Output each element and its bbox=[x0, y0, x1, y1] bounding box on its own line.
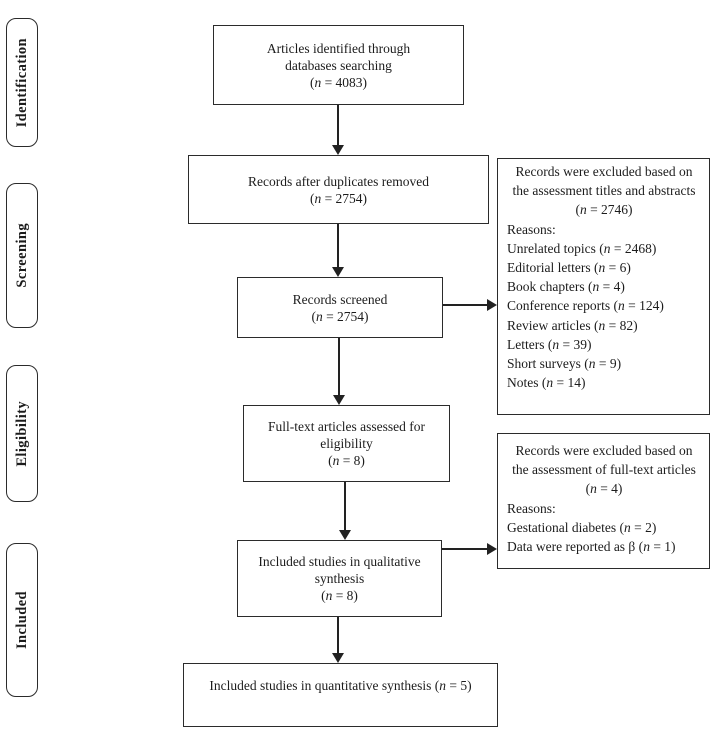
reason-item: Editorial letters (n = 6) bbox=[507, 260, 631, 276]
reasons-list: Gestational diabetes (n = 2) Data were re… bbox=[507, 518, 701, 556]
box-n: (n = 8) bbox=[328, 453, 365, 468]
reason-item: Book chapters (n = 4) bbox=[507, 279, 625, 295]
box-quantitative-synthesis: Included studies in quantitative synthes… bbox=[183, 663, 498, 727]
arrow-screened-to-fulltext-line bbox=[338, 338, 340, 396]
box-n: (n = 2754) bbox=[311, 308, 369, 324]
reasons-label: Reasons: bbox=[507, 221, 556, 237]
reason-item: Review articles (n = 82) bbox=[507, 317, 638, 333]
box-text: Included studies in quantitative synthes… bbox=[209, 678, 472, 693]
reasons-label: Reasons: bbox=[507, 500, 556, 516]
box-text: Records screened bbox=[292, 291, 388, 307]
stage-label-text: Screening bbox=[13, 223, 30, 288]
box-records-screened: Records screened (n = 2754) bbox=[237, 277, 443, 338]
box-text: Records after duplicates removed bbox=[247, 173, 430, 189]
arrow-fulltext-to-qualitative-line bbox=[344, 482, 346, 531]
exclusion-header: Records were excluded based on the asses… bbox=[512, 164, 696, 199]
box-excluded-titles-abstracts: Records were excluded based on the asses… bbox=[497, 158, 710, 415]
reasons-list: Unrelated topics (n = 2468) Editorial let… bbox=[507, 239, 701, 393]
arrow-down-icon bbox=[333, 395, 345, 405]
stage-label-text: Included bbox=[13, 591, 30, 649]
arrow-down-icon bbox=[332, 653, 344, 663]
stage-label-eligibility: Eligibility bbox=[6, 365, 38, 502]
box-n: (n = 2754) bbox=[309, 190, 368, 206]
arrow-qualitative-to-quantitative-line bbox=[337, 617, 339, 654]
exclusion-header: Records were excluded based on the asses… bbox=[512, 443, 696, 497]
box-text: Full-text articles assessed for eligibil… bbox=[267, 419, 426, 451]
reason-item: Conference reports (n = 124) bbox=[507, 298, 664, 314]
box-excluded-fulltext: Records were excluded based on the asses… bbox=[497, 433, 710, 569]
stage-label-included: Included bbox=[6, 543, 38, 697]
reason-item: Notes (n = 14) bbox=[507, 375, 586, 391]
box-n: (n = 4083) bbox=[309, 74, 368, 90]
stage-label-screening: Screening bbox=[6, 183, 38, 328]
box-articles-identified: Articles identified through databases se… bbox=[213, 25, 464, 105]
box-qualitative-synthesis: Included studies in qualitative synthesi… bbox=[237, 540, 442, 617]
arrow-down-icon bbox=[332, 145, 344, 155]
box-text: Articles identified through databases se… bbox=[266, 40, 411, 73]
arrow-down-icon bbox=[332, 267, 344, 277]
stage-label-identification: Identification bbox=[6, 18, 38, 147]
arrow-screened-to-exclusion-line bbox=[443, 304, 488, 306]
reason-item: Letters (n = 39) bbox=[507, 336, 592, 352]
arrow-dedup-to-screened-line bbox=[337, 224, 339, 268]
reason-item: Unrelated topics (n = 2468) bbox=[507, 240, 657, 256]
reason-item: Short surveys (n = 9) bbox=[507, 356, 622, 372]
arrow-down-icon bbox=[339, 530, 351, 540]
box-n: (n = 8) bbox=[321, 588, 358, 603]
arrow-right-icon bbox=[487, 543, 497, 555]
reason-item: Gestational diabetes (n = 2) bbox=[507, 519, 657, 535]
exclusion-n: (n = 2746) bbox=[575, 202, 633, 218]
stage-label-text: Eligibility bbox=[13, 400, 30, 467]
box-fulltext-assessed: Full-text articles assessed for eligibil… bbox=[243, 405, 450, 482]
arrow-identified-to-dedup-line bbox=[337, 105, 339, 146]
box-duplicates-removed: Records after duplicates removed (n = 27… bbox=[188, 155, 489, 224]
stage-label-text: Identification bbox=[13, 37, 30, 128]
reason-item: Data were reported as β (n = 1) bbox=[507, 539, 676, 555]
arrow-qualitative-to-exclusion-line bbox=[442, 548, 488, 550]
box-text: Included studies in qualitative synthesi… bbox=[258, 554, 421, 586]
arrow-right-icon bbox=[487, 299, 497, 311]
